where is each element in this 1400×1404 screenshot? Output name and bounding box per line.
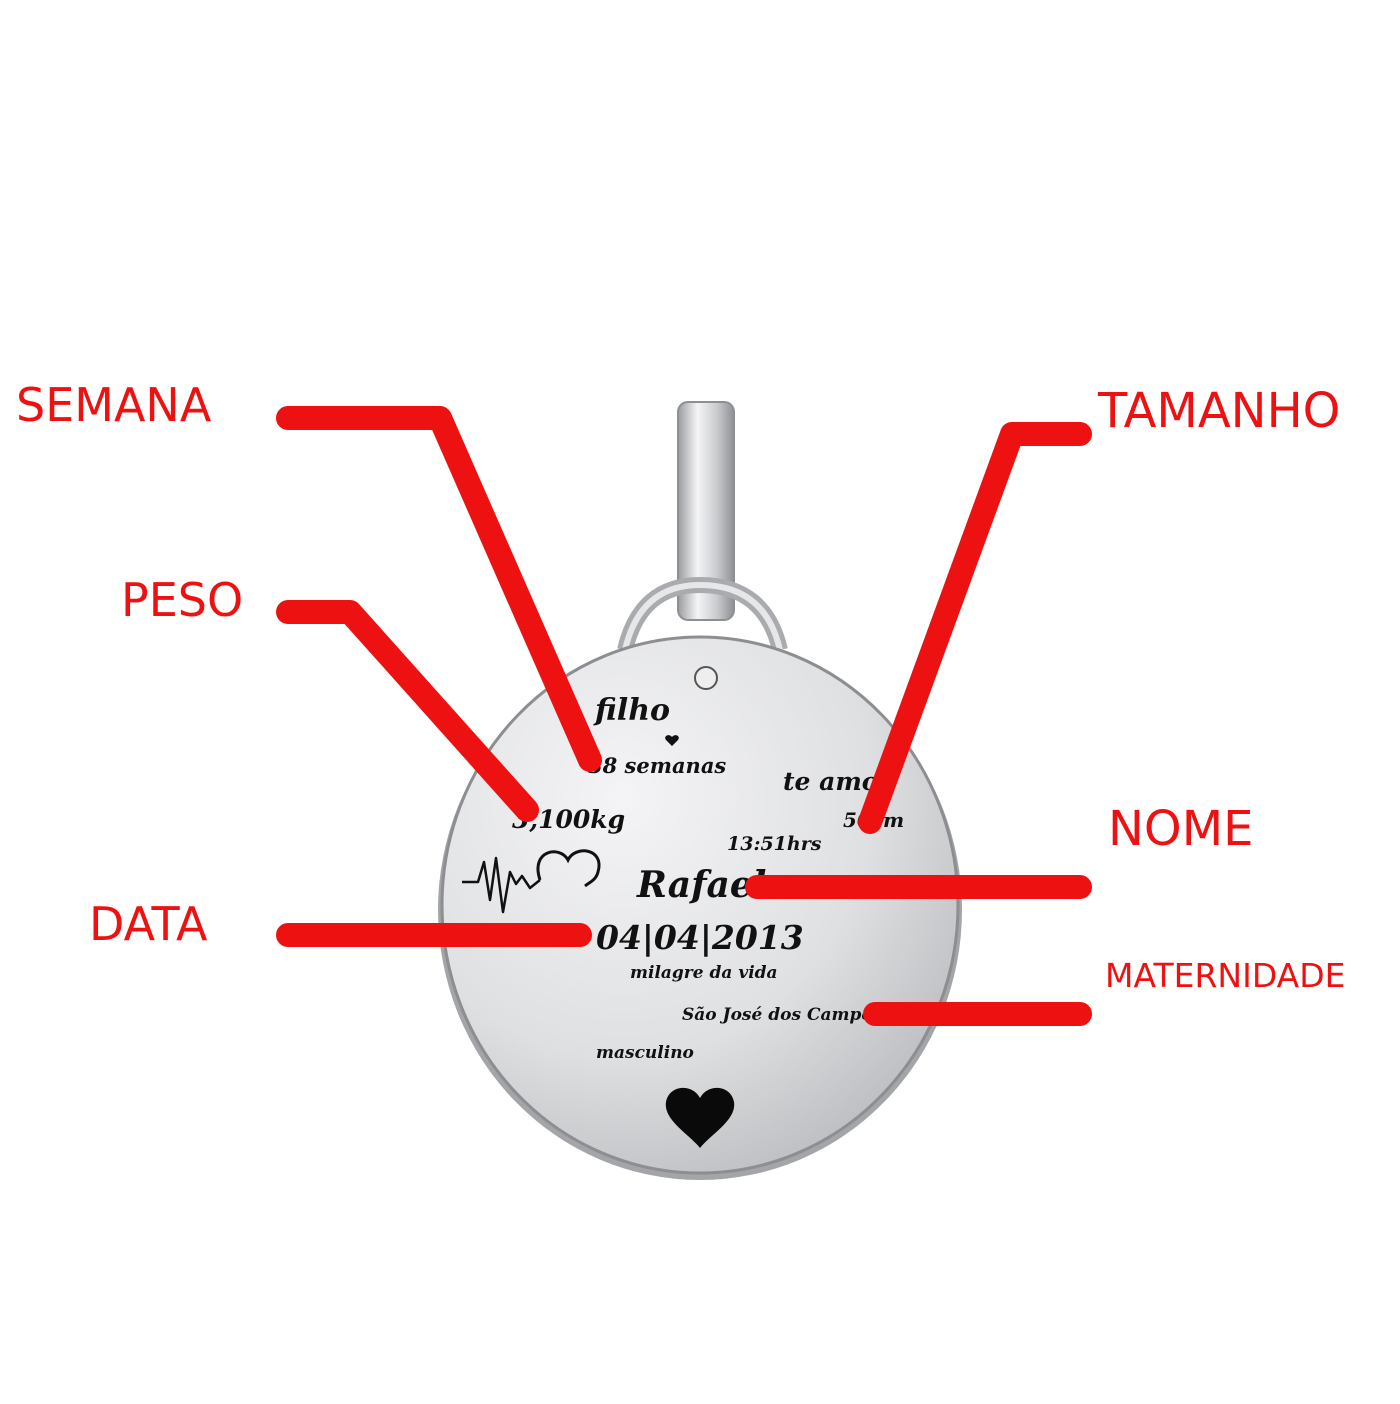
label-semana: SEMANA (16, 378, 212, 432)
heart-icon (665, 1087, 735, 1148)
engraving-data: 04|04|2013 (596, 918, 804, 957)
callout-line-peso (276, 600, 539, 822)
engraving-hora: 13:51hrs (727, 833, 822, 855)
engraving-maternidade: São José dos Campos (682, 1005, 883, 1025)
engraving-te-amo: te amo (783, 767, 878, 796)
label-maternidade: MATERNIDADE (1105, 956, 1346, 995)
engraving-group: filho 38 semanas te amo 3,100kg 50cm 13:… (462, 693, 904, 1148)
engraving-semanas: 38 semanas (588, 753, 726, 778)
callout-line-semana (276, 406, 602, 772)
label-nome: NOME (1108, 801, 1254, 857)
small-heart-icon (665, 735, 679, 746)
label-tamanho: TAMANHO (1098, 383, 1341, 439)
engraving-filho: filho (593, 693, 670, 728)
callout-lines (276, 406, 1092, 1026)
label-data: DATA (89, 897, 208, 951)
engraving-frase: milagre da vida (630, 963, 778, 983)
callout-line-tamanho (858, 422, 1092, 834)
label-peso: PESO (121, 573, 244, 627)
engraving-sexo: masculino (596, 1043, 694, 1063)
pendant-disc (438, 635, 962, 1180)
engraving-nome: Rafael (636, 864, 766, 906)
pendant-bail (617, 401, 788, 652)
heartbeat-heart-icon (462, 849, 601, 914)
